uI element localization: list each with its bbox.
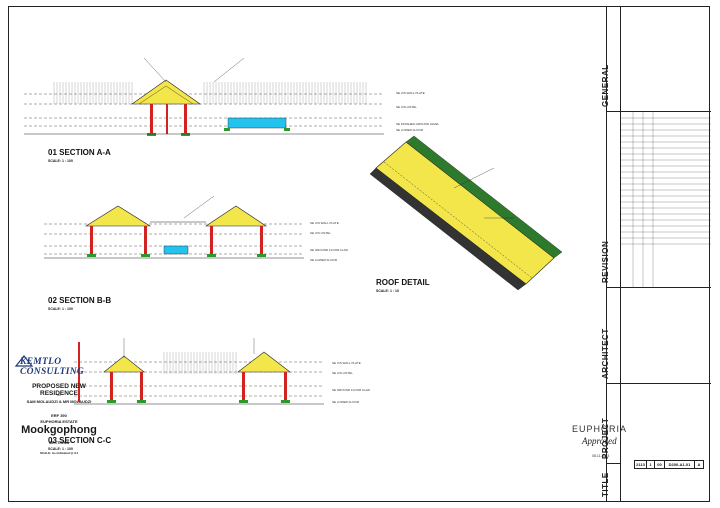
- roof-detail-scale: SCALE: 1 : 10: [376, 289, 399, 293]
- approval-stamp: EUPHORIA Approved 08.11.2023: [572, 424, 628, 464]
- level-c-2: SE U/S LINTEL: [332, 371, 353, 375]
- level-b-4: SE LOWER FLOOR: [310, 258, 338, 262]
- sections-drawing: [24, 57, 563, 405]
- town-name: Mookgophong: [21, 424, 97, 436]
- level-c-1: SE U/S WALL PLATE: [332, 361, 361, 365]
- stamp-brand: EUPHORIA: [572, 424, 628, 434]
- tab-revision: REVISION: [601, 112, 621, 288]
- roof-c2: [237, 351, 291, 373]
- tab-project: PROJECT: [601, 384, 621, 464]
- scale-line: SCALE: As indicated @ A1: [39, 451, 79, 455]
- level-b-2: SE U/S LINTEL: [310, 231, 331, 235]
- ref-stage: 00: [655, 461, 665, 468]
- section-a-scale: SCALE: 1 : 100: [48, 159, 73, 163]
- pool-b: [163, 245, 189, 255]
- title-block: GENERAL REVISION ARCHITECT PROJECT: [601, 6, 711, 502]
- level-c-4: SE LOWER FLOOR: [332, 400, 360, 404]
- level-a-4: SE LOWER FLOOR: [396, 128, 424, 132]
- level-b-3: SE GROUND FLOOR FLAR: [310, 248, 348, 252]
- ground-markers-a: [147, 128, 290, 136]
- stamp-signature: Approved: [582, 436, 617, 446]
- company-logo: KEMTLO CONSULTING: [14, 352, 102, 377]
- roof-detail-title: ROOF DETAIL: [376, 278, 430, 287]
- pool-a: [227, 117, 287, 129]
- wall-a1: [150, 104, 153, 134]
- ref-sheet: 1: [647, 461, 655, 468]
- tab-general: GENERAL: [601, 6, 621, 112]
- section-a-a: [24, 79, 384, 136]
- tab-architect: ARCHITECT: [601, 288, 621, 384]
- logo-text: KEMTLO CONSULTING: [20, 357, 85, 377]
- architect-box: [621, 288, 711, 384]
- client-name: SAM MOLAUDZI & MR MOLAUDZI: [26, 399, 92, 404]
- level-b-1: SE U/S WALL PLATE: [310, 221, 339, 225]
- ref-drawing-number: D200-A1-01: [665, 461, 695, 468]
- section-b-b: [44, 205, 304, 259]
- section-b-title: 02 SECTION B-B: [48, 296, 112, 305]
- level-a-1: SE U/S WALL PLATE: [396, 91, 425, 95]
- drawing-title: SECTIONS: [48, 440, 70, 445]
- drawing-ref-row: 2113 1 00 D200-A1-01 A: [634, 460, 704, 469]
- sidebar-notes: [2, 40, 12, 490]
- level-a-2: SE U/S LINTEL: [396, 105, 417, 109]
- revision-table: [621, 112, 711, 288]
- fence-hatch-a: [53, 82, 367, 104]
- tab-title: TITLE: [601, 464, 621, 502]
- level-c-3: SE GROUND FLOOR FLAR: [332, 388, 370, 392]
- roof-a: [131, 79, 201, 105]
- estate-name: EUPHORIA ESTATE: [40, 419, 78, 424]
- level-a-3: SE FINISHED GROUND LEVEL: [396, 122, 440, 126]
- stamp-date: 08.11.2023: [592, 454, 610, 458]
- drawing-area: 01 SECTION A-A SCALE: 1 : 100 02 SECTION…: [14, 8, 606, 500]
- roof-b1: [84, 205, 152, 227]
- level-lines-a: [24, 93, 384, 127]
- ref-revision: A: [697, 462, 701, 467]
- roof-c1: [103, 355, 145, 373]
- ref-project-number: 2113: [635, 461, 647, 468]
- section-b-scale: SCALE: 1 : 100: [48, 307, 73, 311]
- roof-detail: [369, 135, 563, 291]
- project-title: PROPOSED NEW RESIDENCE: [32, 383, 86, 397]
- logo-house-icon: [14, 355, 34, 367]
- section-c-scale: SCALE: 1 : 100: [48, 447, 73, 451]
- wall-a2: [184, 104, 187, 134]
- general-notes: [621, 6, 711, 112]
- section-c-title: 03 SECTION C-C: [48, 436, 112, 445]
- roof-detail-insulation: [375, 141, 555, 285]
- section-c-c: [74, 342, 324, 405]
- revision-grid: [621, 112, 711, 288]
- leader-lines: [123, 57, 514, 358]
- erf-number: ERF 390: [51, 413, 67, 418]
- sheet-border: [8, 6, 710, 502]
- for-label: for: [57, 393, 61, 397]
- section-a-title: 01 SECTION A-A: [48, 148, 111, 157]
- roof-b2: [205, 205, 267, 227]
